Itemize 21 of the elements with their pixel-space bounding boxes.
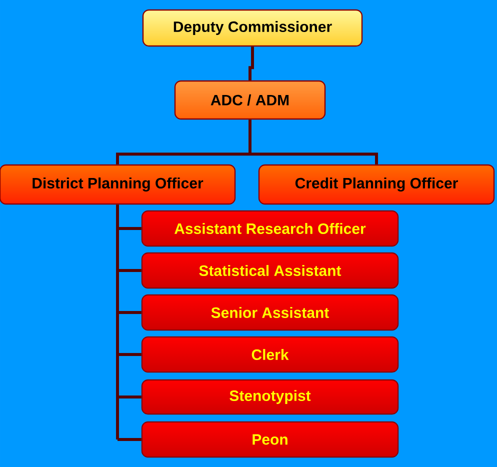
connector-line <box>250 152 378 164</box>
connector-line <box>118 396 142 398</box>
position-box: Senior Assistant <box>141 294 399 331</box>
position-box: ADC / ADM <box>174 80 326 120</box>
position-box: Stenotypist <box>141 379 399 415</box>
position-box: District Planning Officer <box>0 164 236 205</box>
position-box: Peon <box>141 421 399 458</box>
position-box: Statistical Assistant <box>141 252 399 289</box>
connector-line <box>118 227 142 230</box>
connector-line <box>248 46 254 80</box>
connector-line <box>118 269 142 272</box>
position-box: Deputy Commissioner <box>142 9 363 47</box>
position-box: Credit Planning Officer <box>258 164 495 205</box>
connector-line <box>118 311 142 314</box>
connector-line <box>116 152 250 164</box>
position-box: Clerk <box>141 336 399 373</box>
position-box: Assistant Research Officer <box>141 210 399 247</box>
connector-line <box>116 204 119 440</box>
connector-line <box>118 438 142 441</box>
connector-line <box>118 353 142 356</box>
connector-line <box>248 120 252 154</box>
